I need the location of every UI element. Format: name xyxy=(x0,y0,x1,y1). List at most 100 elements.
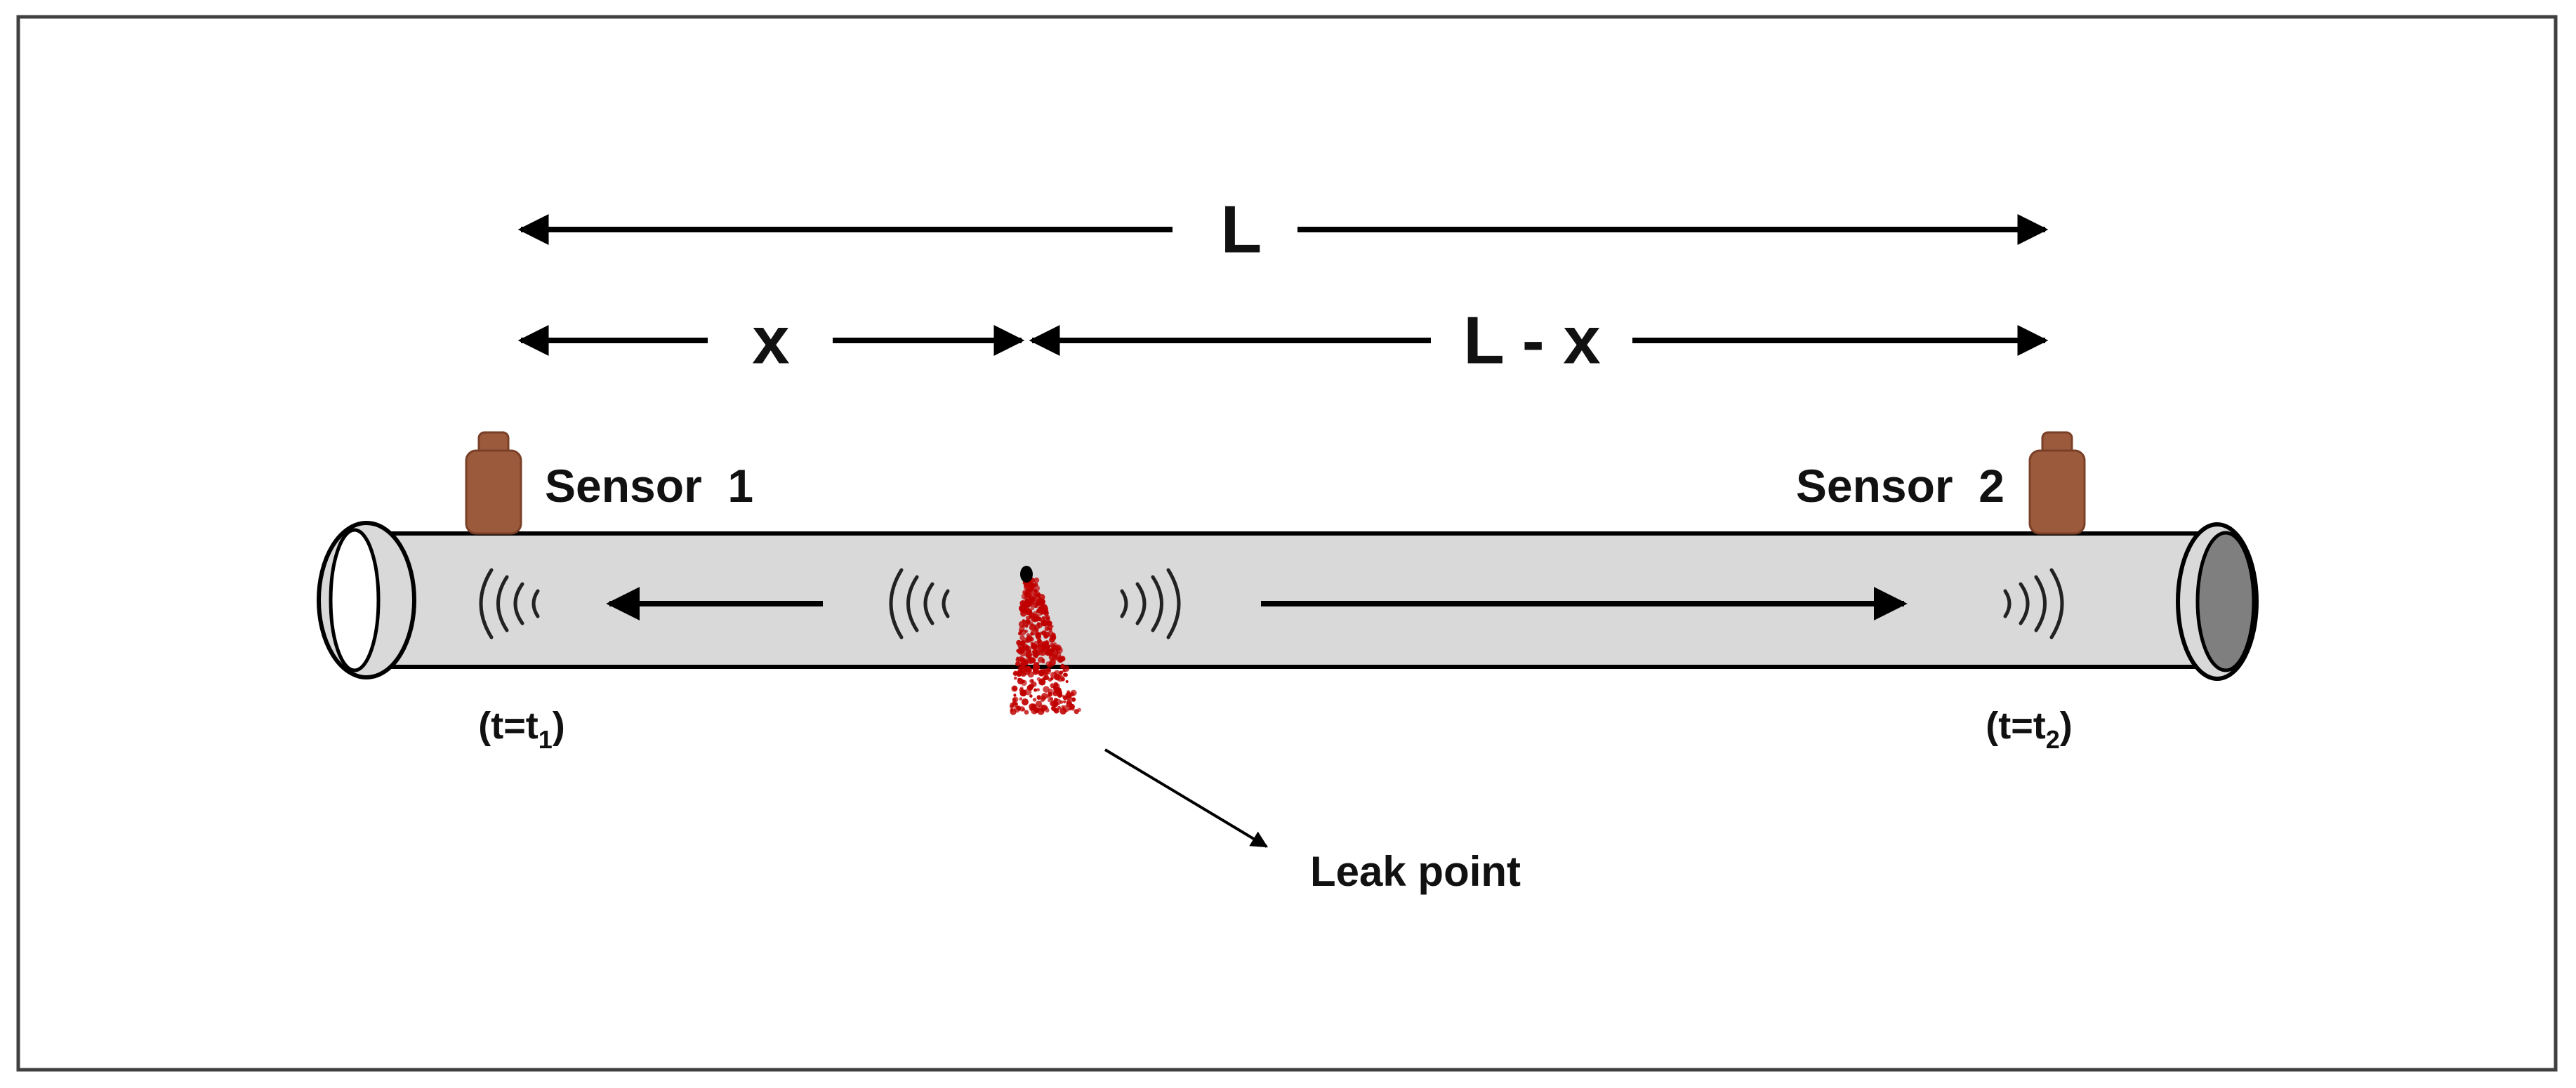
leak-droplet xyxy=(1021,679,1027,686)
leak: Leak point xyxy=(1010,566,1521,895)
leak-droplet xyxy=(1041,695,1046,701)
leak-droplet xyxy=(1025,598,1029,602)
leak-droplet xyxy=(1026,635,1033,642)
leak-droplet xyxy=(1026,654,1032,660)
leak-droplet xyxy=(1066,699,1072,705)
leak-droplet xyxy=(1038,670,1045,676)
leak-droplet xyxy=(1031,649,1037,654)
leak-droplet xyxy=(1043,675,1049,681)
leak-droplet xyxy=(1019,706,1025,712)
pipe-left-flange-inner xyxy=(329,528,381,672)
leak-droplet xyxy=(1053,682,1059,687)
leak-droplet xyxy=(1036,662,1040,665)
leak-droplet xyxy=(1013,694,1017,697)
leak-droplet xyxy=(1016,639,1022,646)
leak-droplet xyxy=(1061,705,1065,709)
leak-droplet xyxy=(1026,620,1031,624)
dimension-left-segment: x xyxy=(517,303,1025,378)
leak-pointer-arrow xyxy=(1104,748,1269,848)
sensor-2-body xyxy=(2028,449,2086,535)
sound-wave-left-arrived xyxy=(479,568,540,639)
leak-droplet xyxy=(1021,666,1024,670)
sound-wave-right-arrived xyxy=(2003,568,2064,639)
sound-wave-leak-left xyxy=(889,568,950,639)
dimension-total: L xyxy=(517,192,2049,267)
leak-droplet xyxy=(1036,688,1040,691)
leak-droplet xyxy=(1059,708,1067,715)
pipe-right-end-cap-face xyxy=(2195,531,2256,672)
wave-arc xyxy=(2019,582,2030,625)
leak-droplet xyxy=(1051,632,1056,637)
leak-droplet xyxy=(1054,670,1060,677)
sensor-2: Sensor 2 (t=t2) xyxy=(1796,431,2086,754)
leak-droplet xyxy=(1029,583,1035,590)
wave-arc xyxy=(2034,575,2047,632)
leak-droplet xyxy=(1031,617,1036,622)
leak-droplet xyxy=(1057,656,1064,663)
leak-droplet xyxy=(1038,644,1042,648)
leak-droplet xyxy=(1052,650,1059,657)
leak-droplet xyxy=(1048,654,1055,661)
leak-droplet xyxy=(1033,688,1038,692)
leak-droplet xyxy=(1028,616,1032,620)
leak-droplet xyxy=(1037,696,1041,700)
wave-arc xyxy=(923,582,934,625)
leak-droplet xyxy=(1021,640,1026,645)
leak-droplet xyxy=(1027,685,1031,689)
leak-droplet xyxy=(1016,671,1022,677)
leak-droplet xyxy=(1047,620,1051,624)
leak-droplet xyxy=(1037,616,1043,622)
leak-droplet xyxy=(1059,691,1062,694)
leak-droplet xyxy=(1069,703,1075,710)
leak-point-label: Leak point xyxy=(1310,848,1521,895)
leak-droplet xyxy=(1053,645,1059,651)
leak-droplet xyxy=(1019,697,1023,701)
leak-droplet xyxy=(1033,582,1038,587)
leak-droplet xyxy=(1011,685,1018,692)
leak-droplet xyxy=(1057,705,1062,710)
leak-droplet xyxy=(1043,686,1050,693)
sensor-1-label: Sensor 1 xyxy=(545,460,753,512)
leak-droplet xyxy=(1035,632,1041,639)
leak-droplet xyxy=(1048,648,1053,653)
leak-droplet xyxy=(1025,592,1032,599)
leak-droplet xyxy=(1020,610,1027,617)
leak-droplet xyxy=(1071,697,1076,702)
leak-droplet xyxy=(1024,666,1031,673)
leak-droplet xyxy=(1036,677,1041,682)
leak-droplet xyxy=(1015,661,1021,667)
wave-arc xyxy=(942,589,950,618)
sensor-2-time: (t=t2) xyxy=(1986,705,2073,754)
leak-droplet xyxy=(1024,584,1031,591)
wave-arc xyxy=(1166,568,1181,639)
leak-droplet xyxy=(1012,698,1017,702)
leak-droplet xyxy=(1063,700,1066,703)
leak-droplet xyxy=(1053,708,1059,713)
leak-droplet xyxy=(1066,690,1071,694)
leak-droplet xyxy=(1033,589,1038,593)
leak-droplet xyxy=(1065,679,1069,684)
leak-droplet xyxy=(1032,698,1037,702)
dimension-total-label: L xyxy=(1221,192,1262,267)
leak-droplet xyxy=(1062,665,1070,672)
leak-spray xyxy=(1010,576,1081,715)
dimension-right-label: L - x xyxy=(1463,303,1601,378)
leak-droplet xyxy=(1045,651,1049,655)
leak-droplet xyxy=(1022,698,1029,705)
leak-droplet xyxy=(1010,708,1017,715)
leak-droplet xyxy=(1063,672,1068,677)
leak-droplet xyxy=(1019,657,1025,663)
leak-droplet xyxy=(1044,626,1050,632)
leak-droplet xyxy=(1042,661,1045,664)
leak-droplet xyxy=(1019,626,1025,632)
wave-arc xyxy=(1120,589,1128,618)
leak-droplet xyxy=(1031,681,1037,687)
dimension-right-segment: L - x xyxy=(1029,303,2049,378)
leak-droplet xyxy=(1050,697,1053,701)
leak-droplet xyxy=(1019,635,1025,641)
pipe-body xyxy=(363,531,2207,669)
leak-droplet xyxy=(1024,710,1029,715)
wave-arc xyxy=(1135,582,1147,625)
leak-droplet xyxy=(1036,609,1041,613)
